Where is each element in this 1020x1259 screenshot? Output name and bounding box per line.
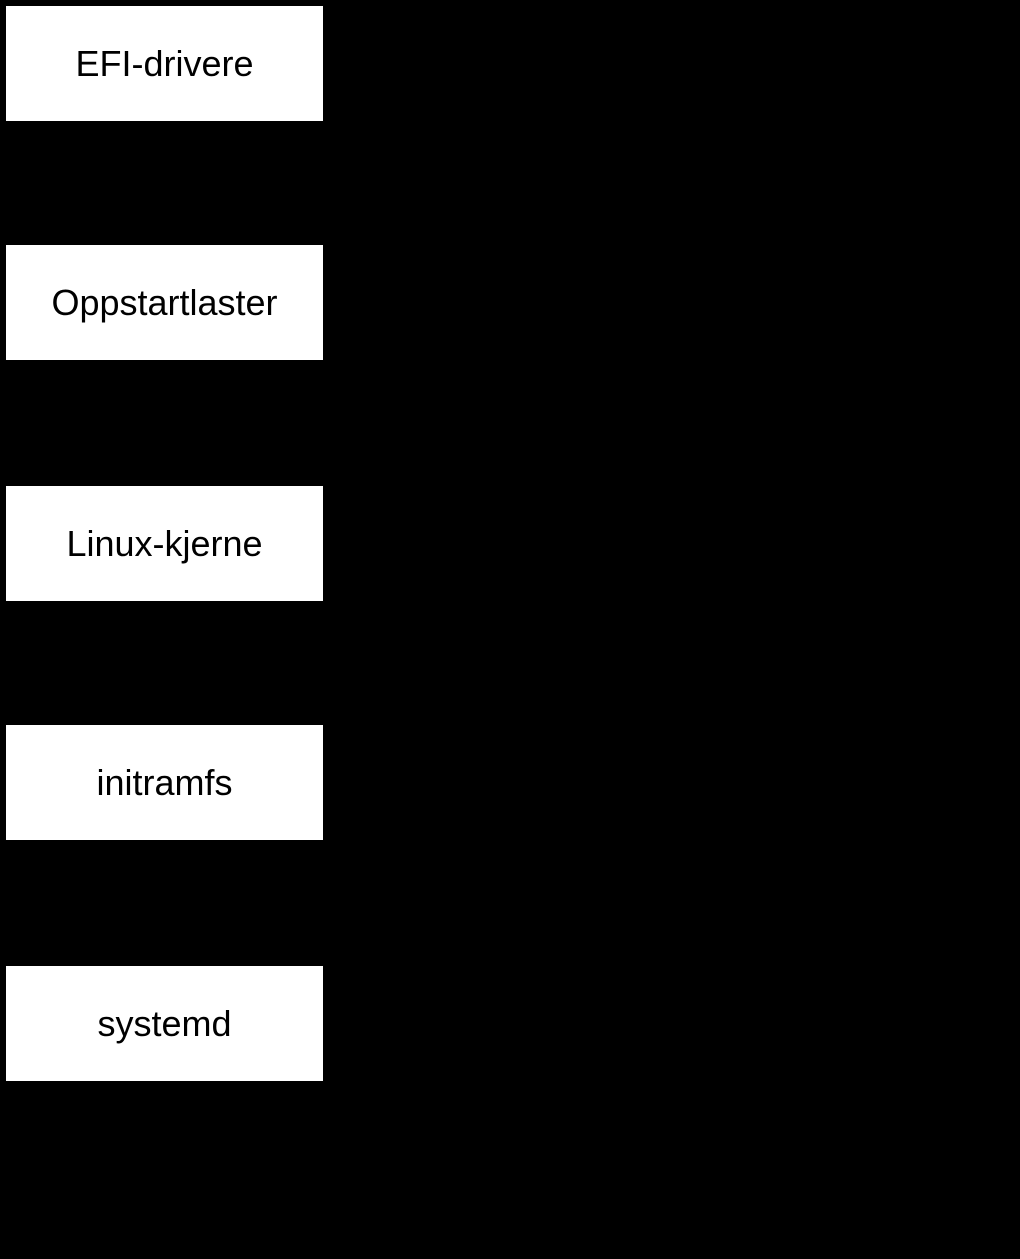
node-systemd-label: systemd	[97, 1002, 232, 1044]
node-efi-drivere: EFI-drivere	[6, 6, 323, 121]
node-linux-kjerne: Linux-kjerne	[6, 486, 323, 601]
node-initramfs-label: initramfs	[96, 761, 233, 803]
node-initramfs: initramfs	[6, 725, 323, 840]
edge-efi-to-oppstartlaster	[164, 121, 166, 246]
node-oppstartlaster: Oppstartlaster	[6, 245, 323, 360]
node-efi-drivere-label: EFI-drivere	[75, 42, 254, 84]
edge-oppstartlaster-to-linux-kjerne	[164, 360, 166, 485]
node-systemd: systemd	[6, 966, 323, 1081]
edge-linux-kjerne-to-initramfs	[164, 601, 166, 726]
node-linux-kjerne-label: Linux-kjerne	[66, 522, 263, 564]
node-oppstartlaster-label: Oppstartlaster	[51, 281, 278, 323]
edge-initramfs-to-systemd	[164, 841, 166, 966]
